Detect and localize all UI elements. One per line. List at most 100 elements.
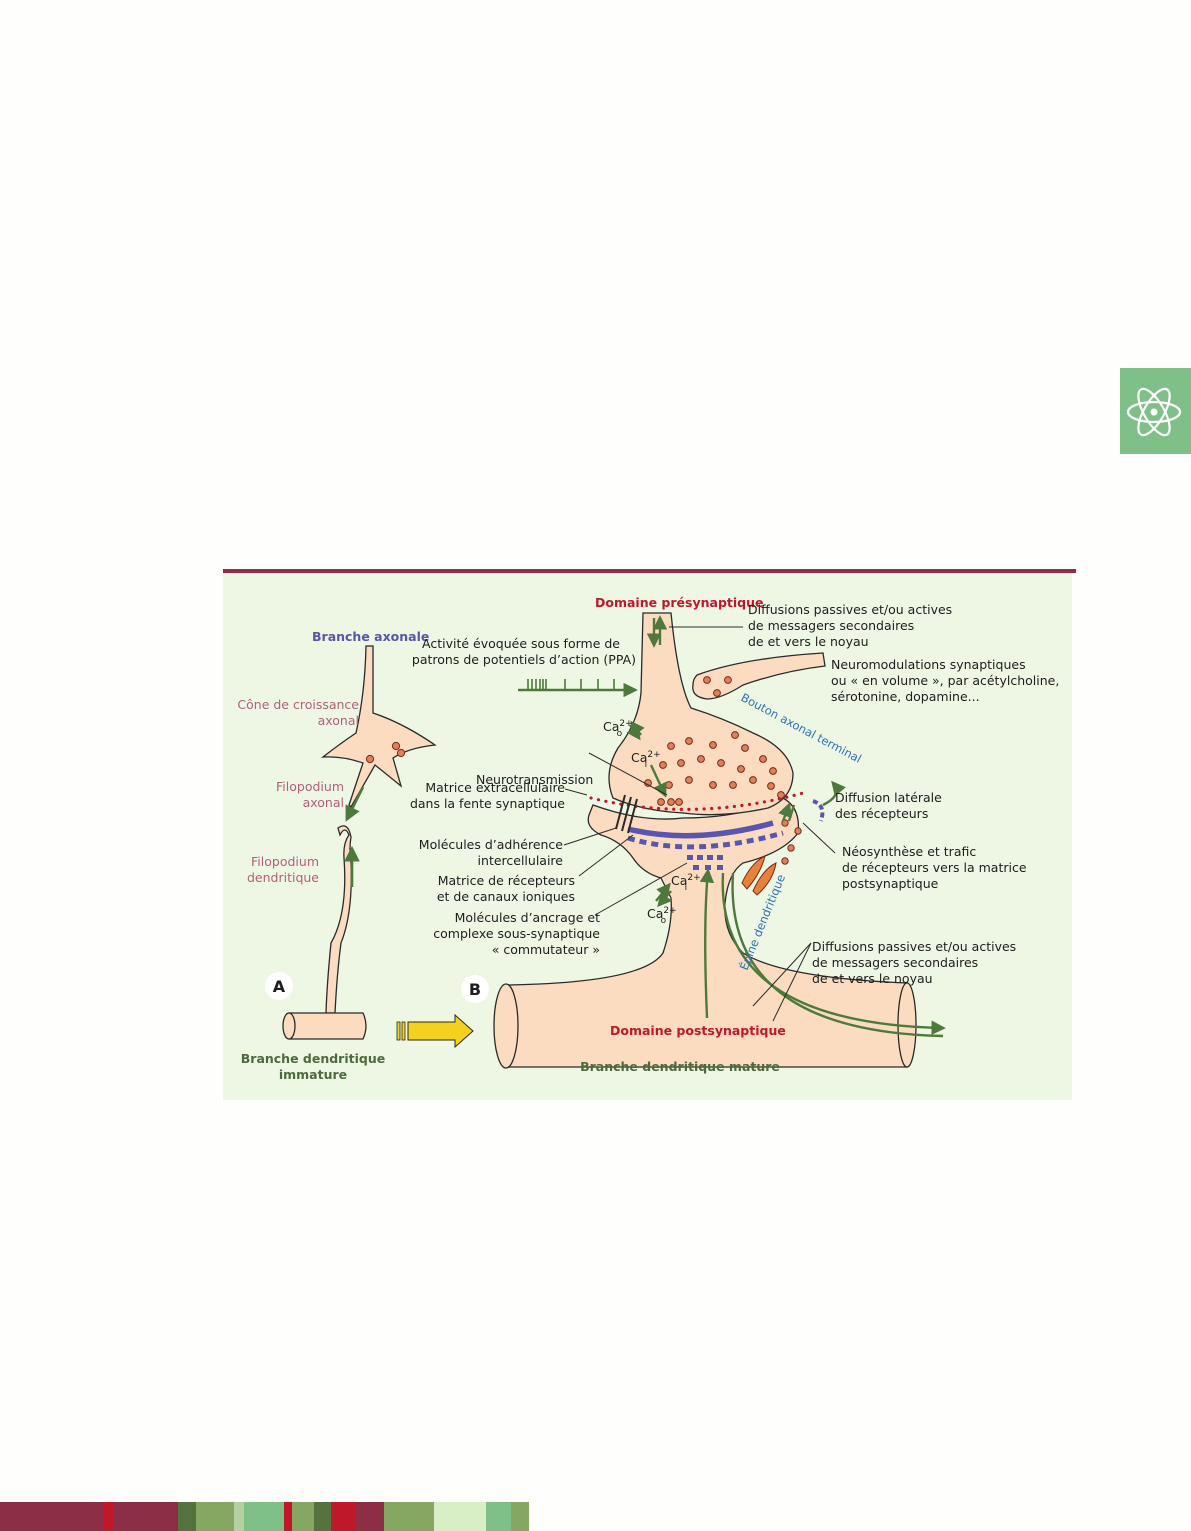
label-filopodium-dendritique-2: dendritique [247, 870, 319, 885]
vesicle [724, 676, 732, 684]
label-diffusions-bas-3: de et vers le noyau [812, 971, 933, 986]
trafficking-arrow-up [699, 868, 715, 1019]
neosynthesis-arrow [778, 802, 792, 822]
footer-bar-segment [314, 1502, 331, 1531]
trafficking-organelle [752, 862, 777, 896]
footer-bar-segment [284, 1502, 292, 1531]
label-molecules-ancrage-3: « commutateur » [492, 942, 600, 957]
footer-bar-segment [196, 1502, 234, 1531]
badge-a-label: A [273, 977, 286, 996]
label-filopodium-axonal-1: Filopodium [276, 779, 344, 794]
label-diffusions-bas-1: Diffusions passives et/ou actives [812, 939, 1016, 954]
footer-bar-segment [244, 1502, 284, 1531]
adhesion-molecules [615, 794, 638, 834]
extracellular-matrix-dots [589, 791, 805, 811]
panel-a-drawing [282, 645, 437, 1040]
anchoring-squares [687, 855, 723, 870]
label-domaine-postsynaptique: Domaine postsynaptique [610, 1023, 786, 1038]
label-diffusions-bas-2: de messagers secondaires [812, 955, 978, 970]
label-neurotransmission: Neurotransmission [476, 772, 593, 787]
label-neuromod-3: sérotonine, dopamine... [831, 689, 980, 704]
axonal-growth-cone [320, 645, 437, 809]
label-branche-axonale: Branche axonale [312, 629, 429, 644]
footer-bar-segment [178, 1502, 196, 1531]
footer-bar-segment [384, 1502, 434, 1531]
label-cone-2: axonal [318, 713, 359, 728]
badge-b-label: B [469, 980, 481, 999]
label-filopodium-axonal-2: axonal [303, 795, 344, 810]
anchoring-complex [627, 830, 784, 850]
footer-bar-segment [292, 1502, 314, 1531]
label-diffusion-laterale-1: Diffusion latérale [835, 790, 942, 805]
label-ca-o-bottom: Ca2+o [647, 906, 677, 926]
trafficking-organelle [741, 855, 766, 890]
release-arrow [649, 764, 667, 798]
label-ca-i-top: Ca2+i [631, 750, 661, 770]
label-molecules-adherence-1: Molécules d’adhérence [419, 837, 564, 852]
label-diffusions-haut-3: de et vers le noyau [748, 634, 869, 649]
ca-post-in [655, 882, 671, 902]
footer-bar-segment [114, 1502, 178, 1531]
synapse-diagram: Domaine présynaptique Diffusions passive… [237, 595, 1059, 1082]
vesicle [703, 676, 711, 684]
label-branche-immature-2: immature [279, 1067, 347, 1082]
label-diffusion-laterale-2: des récepteurs [835, 806, 928, 821]
immature-dendritic-branch [288, 1012, 367, 1040]
ppa-spikes [527, 679, 615, 690]
label-ca-i-bottom: Ca2+i [671, 873, 701, 893]
label-matrice-recepteurs-1: Matrice de récepteurs [438, 873, 575, 888]
badge-a [265, 972, 293, 1000]
side-tab [1120, 368, 1191, 454]
label-molecules-adherence-2: intercellulaire [478, 853, 564, 868]
messenger-arrow-2 [731, 872, 944, 1038]
label-branche-immature-1: Branche dendritique [241, 1051, 385, 1066]
atom-icon [1126, 387, 1182, 437]
figure-top-rule [223, 569, 1076, 573]
neuromodulator-axon [692, 652, 826, 700]
figure-panel: Domaine présynaptique Diffusions passive… [223, 573, 1072, 1100]
postsynaptic-vesicles [781, 819, 802, 865]
label-ca-o-top: Ca2+o [603, 719, 633, 739]
label-branche-mature: Branche dendritique mature [580, 1059, 780, 1074]
vesicle [713, 689, 721, 697]
badge-b [461, 975, 489, 1003]
leader-lines [563, 626, 836, 1022]
label-molecules-ancrage-2: complexe sous-synaptique [433, 926, 600, 941]
ca-post-out [657, 890, 672, 908]
footer-color-bar [0, 1502, 529, 1531]
ca-arrow-out [630, 720, 645, 737]
receptor-matrix [627, 820, 774, 839]
label-neuromod-2: ou « en volume », par acétylcholine, [831, 673, 1059, 688]
label-diffusions-haut-1: Diffusions passives et/ou actives [748, 602, 952, 617]
label-matrice-recepteurs-2: et de canaux ioniques [437, 889, 575, 904]
label-activite-2: patrons de potentiels d’action (PPA) [412, 652, 636, 667]
footer-bar-segment [434, 1502, 486, 1531]
label-filopodium-dendritique-1: Filopodium [251, 854, 319, 869]
vesicle [391, 741, 401, 751]
transition-arrow [396, 1013, 474, 1049]
footer-bar-segment [104, 1502, 114, 1531]
footer-bar-segment [331, 1502, 355, 1531]
presynaptic-vesicles [644, 731, 785, 806]
label-neosynthese-3: postsynaptique [842, 876, 939, 891]
lateral-receptor [812, 799, 825, 822]
label-matrice-extra-1: Matrice extracellulaire [425, 780, 565, 795]
label-molecules-ancrage-1: Molécules d’ancrage et [455, 910, 600, 925]
footer-bar-segment [511, 1502, 529, 1531]
vesicle [365, 754, 375, 764]
dendritic-filopodium [325, 825, 352, 1014]
label-diffusions-haut-2: de messagers secondaires [748, 618, 914, 633]
footer-bar-segment [486, 1502, 511, 1531]
growth-arrow-down [345, 786, 365, 822]
label-activite-1: Activité évoquée sous forme de [422, 636, 620, 651]
vesicle [396, 748, 406, 758]
lateral-diffusion-arrow [822, 780, 846, 807]
label-neosynthese-2: de récepteurs vers la matrice [842, 860, 1027, 875]
label-neuromod-1: Neuromodulations synaptiques [831, 657, 1026, 672]
label-domaine-presynaptique: Domaine présynaptique [595, 595, 763, 610]
panel-b-drawing [265, 612, 946, 1069]
label-matrice-extra-2: dans la fente synaptique [410, 796, 565, 811]
footer-bar-segment [0, 1502, 104, 1531]
label-cone-1: Cône de croissance [237, 697, 359, 712]
footer-bar-segment [355, 1502, 384, 1531]
